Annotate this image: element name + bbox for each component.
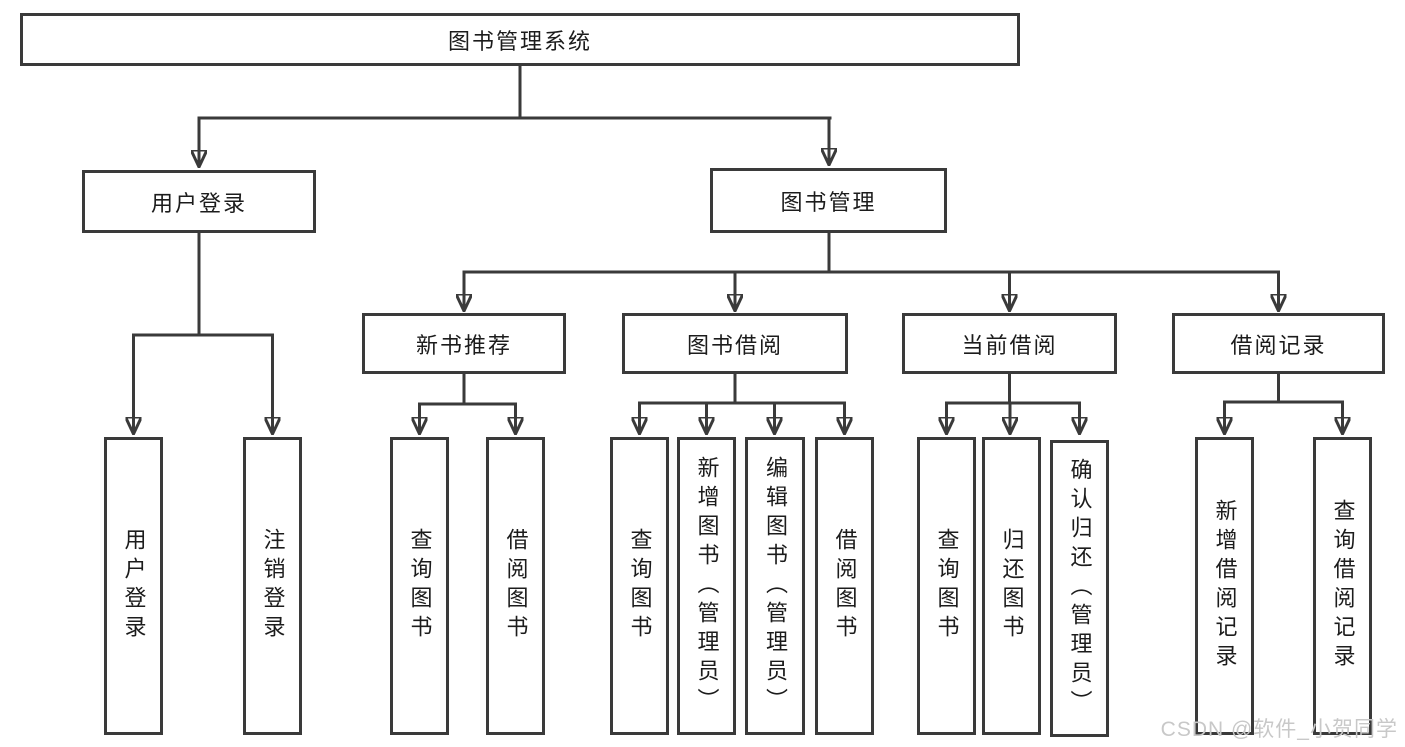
node-label: 新增借阅记录 — [1212, 499, 1238, 673]
node-book-borrow: 图书借阅 — [622, 313, 848, 374]
leaf-query-borrow-record: 查询借阅记录 — [1313, 437, 1372, 735]
node-label: 借阅图书 — [832, 528, 858, 644]
leaf-query-books-borrow: 查询图书 — [610, 437, 669, 735]
node-label: 编辑图书（管理员） — [763, 455, 788, 717]
node-label: 借阅图书 — [503, 528, 529, 644]
leaf-logout: 注销登录 — [243, 437, 302, 735]
node-label: 用户登录 — [121, 528, 147, 644]
node-label: 查询图书 — [407, 528, 433, 644]
leaf-query-books-current: 查询图书 — [917, 437, 976, 735]
node-label: 确认归还（管理员） — [1067, 458, 1093, 719]
node-label: 当前借阅 — [961, 332, 1058, 358]
node-label: 查询图书 — [627, 528, 653, 644]
node-label: 图书管理 — [780, 189, 877, 215]
node-label: 图书借阅 — [686, 332, 783, 358]
leaf-user-login: 用户登录 — [104, 437, 163, 735]
node-borrow-records: 借阅记录 — [1172, 313, 1385, 374]
node-new-book-recommend: 新书推荐 — [362, 313, 566, 374]
csdn-watermark: CSDN @软件_小贺同学 — [1160, 718, 1398, 741]
node-library-management-system: 图书管理系统 — [20, 13, 1020, 66]
node-label: 归还图书 — [999, 528, 1025, 644]
leaf-confirm-return-admin: 确认归还（管理员） — [1050, 440, 1109, 737]
leaf-borrow-books: 借阅图书 — [815, 437, 874, 735]
node-current-borrow: 当前借阅 — [902, 313, 1117, 374]
leaf-return-books: 归还图书 — [982, 437, 1041, 735]
leaf-borrow-books-recommend: 借阅图书 — [486, 437, 545, 735]
node-label: 用户登录 — [150, 190, 247, 216]
node-label: 注销登录 — [260, 528, 286, 644]
leaf-query-books-recommend: 查询图书 — [390, 437, 449, 735]
leaf-add-borrow-record: 新增借阅记录 — [1195, 437, 1254, 735]
node-label: 查询借阅记录 — [1330, 499, 1356, 673]
node-label: 新书推荐 — [415, 332, 512, 358]
leaf-edit-books-admin: 编辑图书（管理员） — [745, 437, 805, 735]
node-user-login: 用户登录 — [82, 170, 316, 233]
node-label: 新增图书（管理员） — [694, 455, 720, 717]
node-label: 查询图书 — [934, 528, 960, 644]
node-label: 借阅记录 — [1230, 332, 1327, 358]
node-book-management: 图书管理 — [710, 168, 947, 233]
node-label: 图书管理系统 — [447, 28, 592, 54]
leaf-add-books-admin: 新增图书（管理员） — [677, 437, 736, 735]
